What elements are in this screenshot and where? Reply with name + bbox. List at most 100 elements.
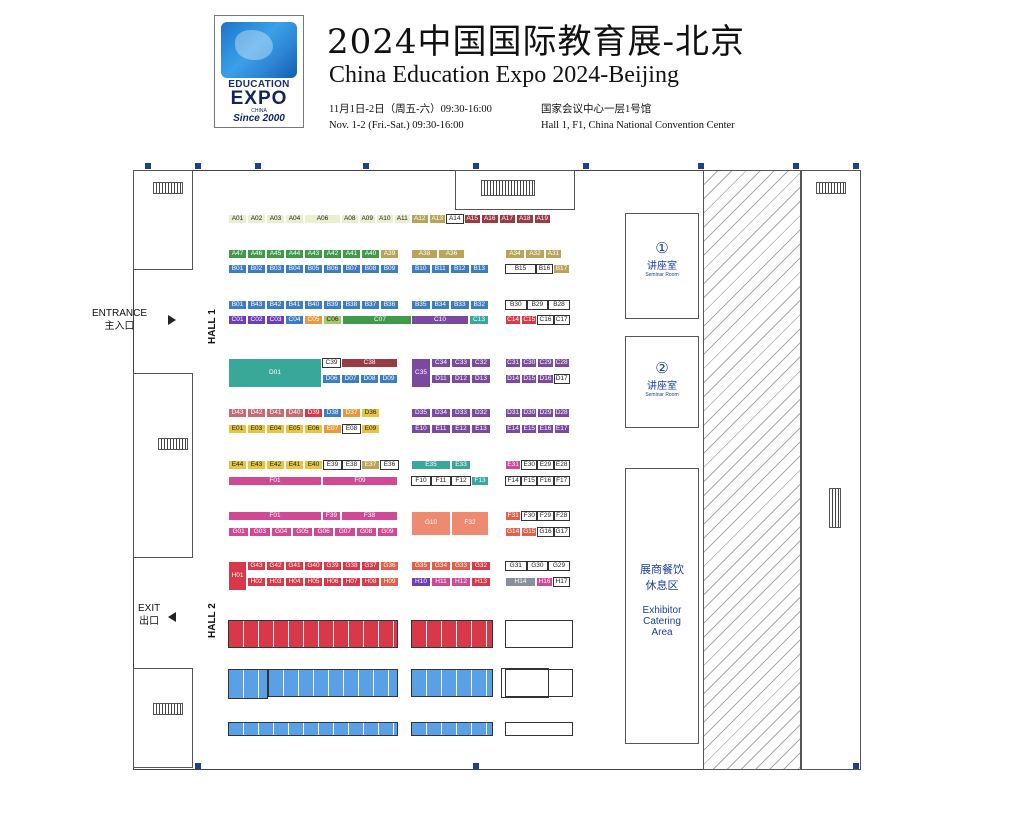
booth-g34[interactable]: G34 (431, 561, 451, 571)
booth-f12[interactable]: F12 (451, 476, 471, 486)
booth-h09[interactable]: H09 (380, 577, 399, 587)
booth-g09[interactable]: G09 (376, 527, 398, 537)
booth-a01[interactable]: A01 (228, 214, 247, 224)
booth-a36[interactable]: A36 (438, 249, 465, 259)
booth-h10[interactable]: H10 (411, 577, 431, 587)
booth-d42[interactable]: D42 (247, 408, 266, 418)
booth-e05[interactable]: E05 (285, 424, 304, 434)
booth-a11[interactable]: A11 (393, 214, 411, 224)
booth-b43[interactable]: B43 (247, 300, 266, 310)
booth-d09[interactable]: D09 (379, 374, 398, 384)
booth-e12[interactable]: E12 (451, 424, 471, 434)
booth-b32[interactable]: B32 (469, 300, 489, 310)
booth-e28[interactable]: E28 (553, 460, 570, 470)
booth-b05[interactable]: B05 (304, 264, 323, 274)
booth-c29[interactable]: C29 (537, 358, 554, 368)
booth-row-block[interactable] (228, 620, 398, 648)
booth-b33[interactable]: B33 (450, 300, 470, 310)
seminar-room-1[interactable]: ① 讲座室 Seminar Room (625, 213, 699, 319)
booth-e09[interactable]: E09 (361, 424, 380, 434)
booth-d17[interactable]: D17 (553, 374, 570, 384)
booth-b01[interactable]: B01 (228, 264, 247, 274)
booth-g37[interactable]: G37 (361, 561, 380, 571)
booth-b34[interactable]: B34 (430, 300, 450, 310)
booth-f38[interactable]: F38 (341, 511, 398, 521)
booth-c28[interactable]: C28 (553, 358, 570, 368)
booth-c10[interactable]: C10 (411, 315, 469, 325)
booth-b38[interactable]: B38 (342, 300, 361, 310)
booth-a45[interactable]: A45 (266, 249, 285, 259)
booth-a46[interactable]: A46 (247, 249, 266, 259)
booth-g15[interactable]: G15 (521, 527, 538, 537)
booth-f31[interactable]: F31 (505, 511, 522, 521)
booth-a32[interactable]: A32 (525, 249, 545, 259)
booth-h01[interactable]: H01 (228, 561, 247, 591)
booth-g30[interactable]: G30 (526, 561, 549, 571)
booth-row-block[interactable] (505, 620, 573, 648)
booth-b11[interactable]: B11 (430, 264, 450, 274)
booth-h11[interactable]: H11 (431, 577, 451, 587)
booth-g33[interactable]: G33 (451, 561, 471, 571)
booth-row-block[interactable] (411, 669, 493, 697)
booth-a41[interactable]: A41 (342, 249, 361, 259)
booth-g31[interactable]: G31 (505, 561, 527, 571)
booth-b07[interactable]: B07 (342, 264, 361, 274)
booth-b17[interactable]: B17 (553, 264, 570, 274)
booth-f10[interactable]: F10 (411, 476, 431, 486)
booth-e15[interactable]: E15 (521, 424, 538, 434)
booth-f15[interactable]: F15 (521, 476, 538, 486)
booth-g07[interactable]: G07 (334, 527, 356, 537)
booth-row-block[interactable] (228, 669, 268, 699)
booth-d15[interactable]: D15 (521, 374, 538, 384)
booth-g16[interactable]: G16 (537, 527, 554, 537)
booth-h03[interactable]: H03 (266, 577, 285, 587)
booth-b37[interactable]: B37 (361, 300, 380, 310)
booth-d06[interactable]: D06 (322, 374, 341, 384)
booth-h16[interactable]: H16 (536, 577, 553, 587)
booth-c16[interactable]: C16 (537, 315, 554, 325)
booth-g06[interactable]: G06 (313, 527, 335, 537)
booth-f11[interactable]: F11 (431, 476, 451, 486)
booth-e07[interactable]: E07 (323, 424, 342, 434)
booth-c14[interactable]: C14 (505, 315, 522, 325)
booth-b09[interactable]: B09 (380, 264, 399, 274)
booth-c06[interactable]: C06 (323, 315, 342, 325)
booth-g14[interactable]: G14 (505, 527, 522, 537)
booth-a02[interactable]: A02 (247, 214, 266, 224)
booth-g05[interactable]: G05 (291, 527, 313, 537)
booth-d11[interactable]: D11 (431, 374, 451, 384)
booth-c33[interactable]: C33 (451, 358, 471, 368)
booth-e44[interactable]: E44 (228, 460, 247, 470)
booth-a08[interactable]: A08 (341, 214, 359, 224)
booth-b13[interactable]: B13 (469, 264, 489, 274)
booth-g41[interactable]: G41 (285, 561, 304, 571)
booth-row-block[interactable] (268, 669, 398, 697)
booth-d30[interactable]: D30 (521, 408, 538, 418)
booth-g36[interactable]: G36 (380, 561, 399, 571)
booth-e42[interactable]: E42 (266, 460, 285, 470)
booth-h06[interactable]: H06 (323, 577, 342, 587)
booth-a47[interactable]: A47 (228, 249, 247, 259)
booth-g38[interactable]: G38 (342, 561, 361, 571)
booth-d36[interactable]: D36 (361, 408, 380, 418)
booth-d13[interactable]: D13 (471, 374, 491, 384)
booth-b08[interactable]: B08 (361, 264, 380, 274)
booth-f17[interactable]: F17 (553, 476, 570, 486)
booth-g35[interactable]: G35 (411, 561, 431, 571)
booth-g40[interactable]: G40 (304, 561, 323, 571)
booth-g04[interactable]: G04 (270, 527, 292, 537)
booth-c07[interactable]: C07 (342, 315, 418, 325)
booth-b10[interactable]: B10 (411, 264, 431, 274)
booth-b40[interactable]: B40 (304, 300, 323, 310)
booth-h07[interactable]: H07 (342, 577, 361, 587)
booth-d40[interactable]: D40 (285, 408, 304, 418)
booth-b28[interactable]: B28 (548, 300, 570, 310)
booth-a12[interactable]: A12 (411, 214, 429, 224)
booth-row-block[interactable] (411, 722, 493, 736)
booth-a43[interactable]: A43 (304, 249, 323, 259)
booth-e16[interactable]: E16 (537, 424, 554, 434)
booth-g43[interactable]: G43 (247, 561, 266, 571)
booth-a31[interactable]: A31 (545, 249, 562, 259)
booth-e06[interactable]: E06 (304, 424, 323, 434)
booth-c02[interactable]: C02 (247, 315, 266, 325)
